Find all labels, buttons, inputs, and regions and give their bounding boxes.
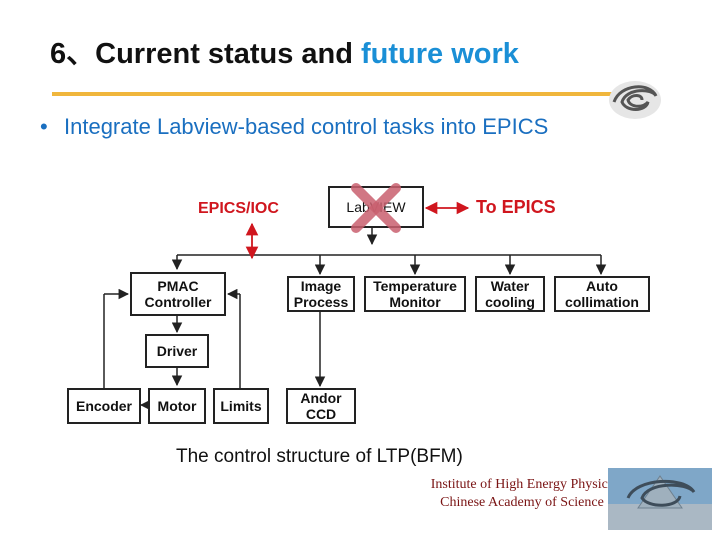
image-process-box: Image Process — [287, 276, 355, 312]
footer-line-1: Institute of High Energy Physics — [430, 477, 614, 492]
diagram-caption: The control structure of LTP(BFM) — [176, 446, 463, 467]
pmac-controller-box: PMAC Controller — [130, 272, 226, 316]
auto-collimation-box: Auto collimation — [554, 276, 650, 312]
ihep-logo-icon — [608, 468, 712, 530]
slide-title: 6、Current status and future work — [50, 30, 519, 72]
driver-box: Driver — [145, 334, 209, 368]
bullet-item: •Integrate Labview-based control tasks i… — [40, 114, 549, 139]
epics-ioc-label: EPICS/IOC — [198, 200, 279, 217]
title-underline — [52, 92, 612, 96]
title-highlight: future work — [361, 38, 519, 70]
andor-ccd-box: Andor CCD — [286, 388, 356, 424]
ihep-logo-icon — [609, 81, 661, 119]
title-prefix: 6、Current status and — [50, 38, 361, 70]
to-epics-label: To EPICS — [476, 197, 556, 217]
bullet-text: Integrate Labview-based control tasks in… — [64, 114, 549, 139]
motor-box: Motor — [148, 388, 206, 424]
encoder-box: Encoder — [67, 388, 141, 424]
limits-box: Limits — [213, 388, 269, 424]
institute-footer: Institute of High Energy Physics Chinese… — [402, 476, 642, 512]
footer-line-2: Chinese Academy of Science — [440, 495, 604, 510]
temperature-monitor-box: Temperature Monitor — [364, 276, 466, 312]
x-mark-icon — [351, 183, 401, 233]
water-cooling-box: Water cooling — [475, 276, 545, 312]
